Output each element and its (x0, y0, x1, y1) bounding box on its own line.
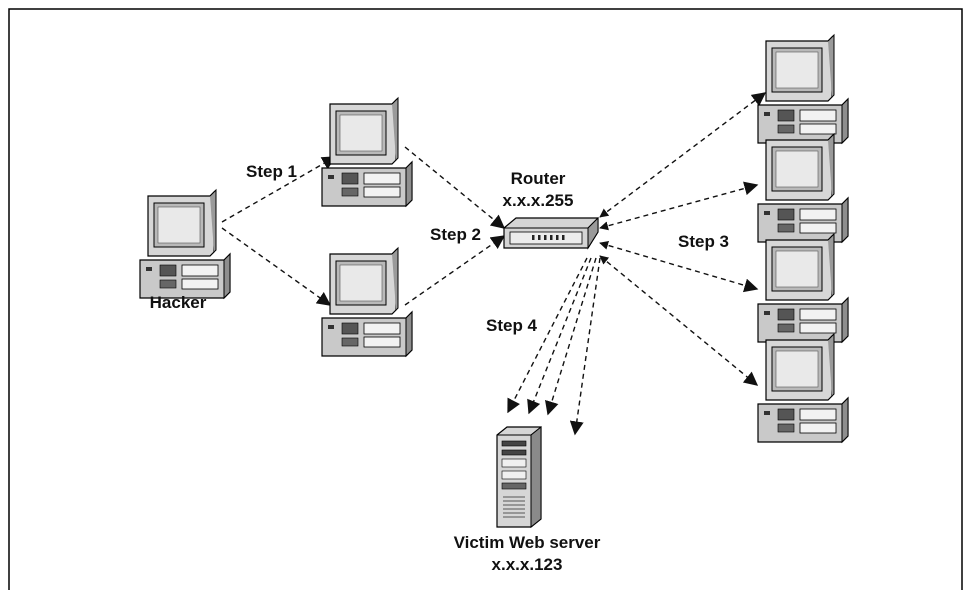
step-2-label: Step 2 (430, 225, 481, 244)
edge-relay-top-to-router (404, 146, 506, 229)
amplifier-computer-4-icon (757, 332, 849, 444)
edge-hacker-to-relay-top (221, 156, 337, 223)
amplifier-computer-2-icon (757, 132, 849, 244)
amplifier-computer-3-icon (757, 232, 849, 344)
edges (221, 92, 767, 436)
web-server-icon (496, 425, 542, 529)
edge-router-to-amplifier-4 (599, 255, 759, 386)
amplifier-computer-1-icon (757, 33, 849, 145)
step-1-label: Step 1 (246, 162, 297, 181)
victim-address: x.x.x.123 (492, 555, 563, 574)
edge-router-to-victim-1 (507, 257, 588, 414)
step-4-label: Step 4 (486, 316, 538, 335)
relay-computer-top-icon (321, 96, 413, 208)
edge-router-to-victim-4 (569, 257, 601, 436)
edge-relay-bottom-to-router (404, 235, 506, 306)
hacker-computer-icon (139, 188, 231, 300)
victim-label: Victim Web server (454, 533, 601, 552)
edge-router-to-victim-2 (527, 257, 592, 415)
edge-router-to-amplifier-1 (599, 92, 767, 218)
router-address: x.x.x.255 (503, 191, 574, 210)
hacker-label: Hacker (150, 293, 207, 312)
router-icon (503, 216, 599, 250)
relay-computer-bottom-icon (321, 246, 413, 358)
router-label: Router (511, 169, 566, 188)
edge-hacker-to-relay-bottom (221, 227, 332, 306)
step-3-label: Step 3 (678, 232, 729, 251)
edge-router-to-victim-3 (545, 257, 597, 416)
edge-router-to-amplifier-2 (599, 181, 759, 231)
